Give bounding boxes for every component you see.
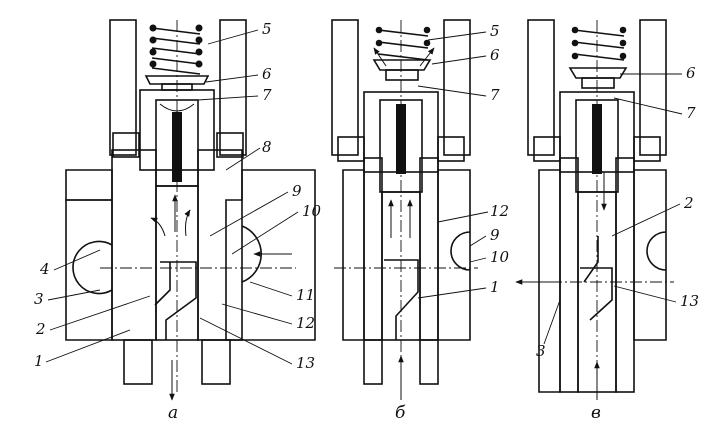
label-c-3: 3	[536, 342, 546, 360]
label-a-7: 7	[262, 86, 272, 104]
label-a-3: 3	[34, 290, 44, 308]
label-b-9: 9	[490, 226, 500, 244]
label-b-10: 10	[490, 248, 510, 266]
label-b-6: 6	[490, 46, 500, 64]
label-b-1: 1	[490, 278, 500, 296]
panel-a	[45, 19, 316, 401]
label-b-7: 7	[490, 86, 500, 104]
caption-b: б	[395, 403, 406, 423]
label-a-13: 13	[296, 354, 315, 372]
spring	[151, 27, 201, 75]
panel-a-labels: 5 6 7 8 9 10 11 12 13 4 3 2 1 а	[34, 20, 322, 423]
valve-plate	[144, 75, 210, 85]
label-c-7: 7	[686, 104, 696, 122]
seal-right	[216, 132, 244, 158]
label-a-1: 1	[34, 352, 44, 370]
panel-b	[331, 19, 489, 400]
label-c-2: 2	[683, 194, 694, 212]
panel-b-labels: 5 6 7 12 9 10 1 б	[395, 22, 510, 423]
label-c-13: 13	[680, 292, 699, 310]
port-left	[72, 240, 113, 295]
label-a-6: 6	[262, 65, 272, 83]
label-a-9: 9	[292, 182, 302, 200]
label-a-12: 12	[296, 314, 315, 332]
label-a-11: 11	[296, 286, 315, 304]
panel-c	[515, 19, 683, 400]
seal-left	[112, 132, 140, 158]
housing-wall-left	[109, 19, 137, 156]
label-a-8: 8	[262, 138, 272, 156]
spring-coils	[149, 24, 203, 68]
caption-a: а	[168, 403, 178, 423]
label-b-12: 12	[490, 202, 509, 220]
housing-wall-right	[219, 19, 247, 156]
label-a-10: 10	[302, 202, 322, 220]
panel-c-labels: 6 7 2 13 3 в	[536, 64, 699, 423]
label-c-6: 6	[686, 64, 696, 82]
label-b-5: 5	[490, 22, 500, 40]
label-a-5: 5	[262, 20, 272, 38]
label-a-4: 4	[39, 260, 50, 278]
caption-c: в	[591, 403, 601, 423]
label-a-2: 2	[35, 320, 46, 338]
